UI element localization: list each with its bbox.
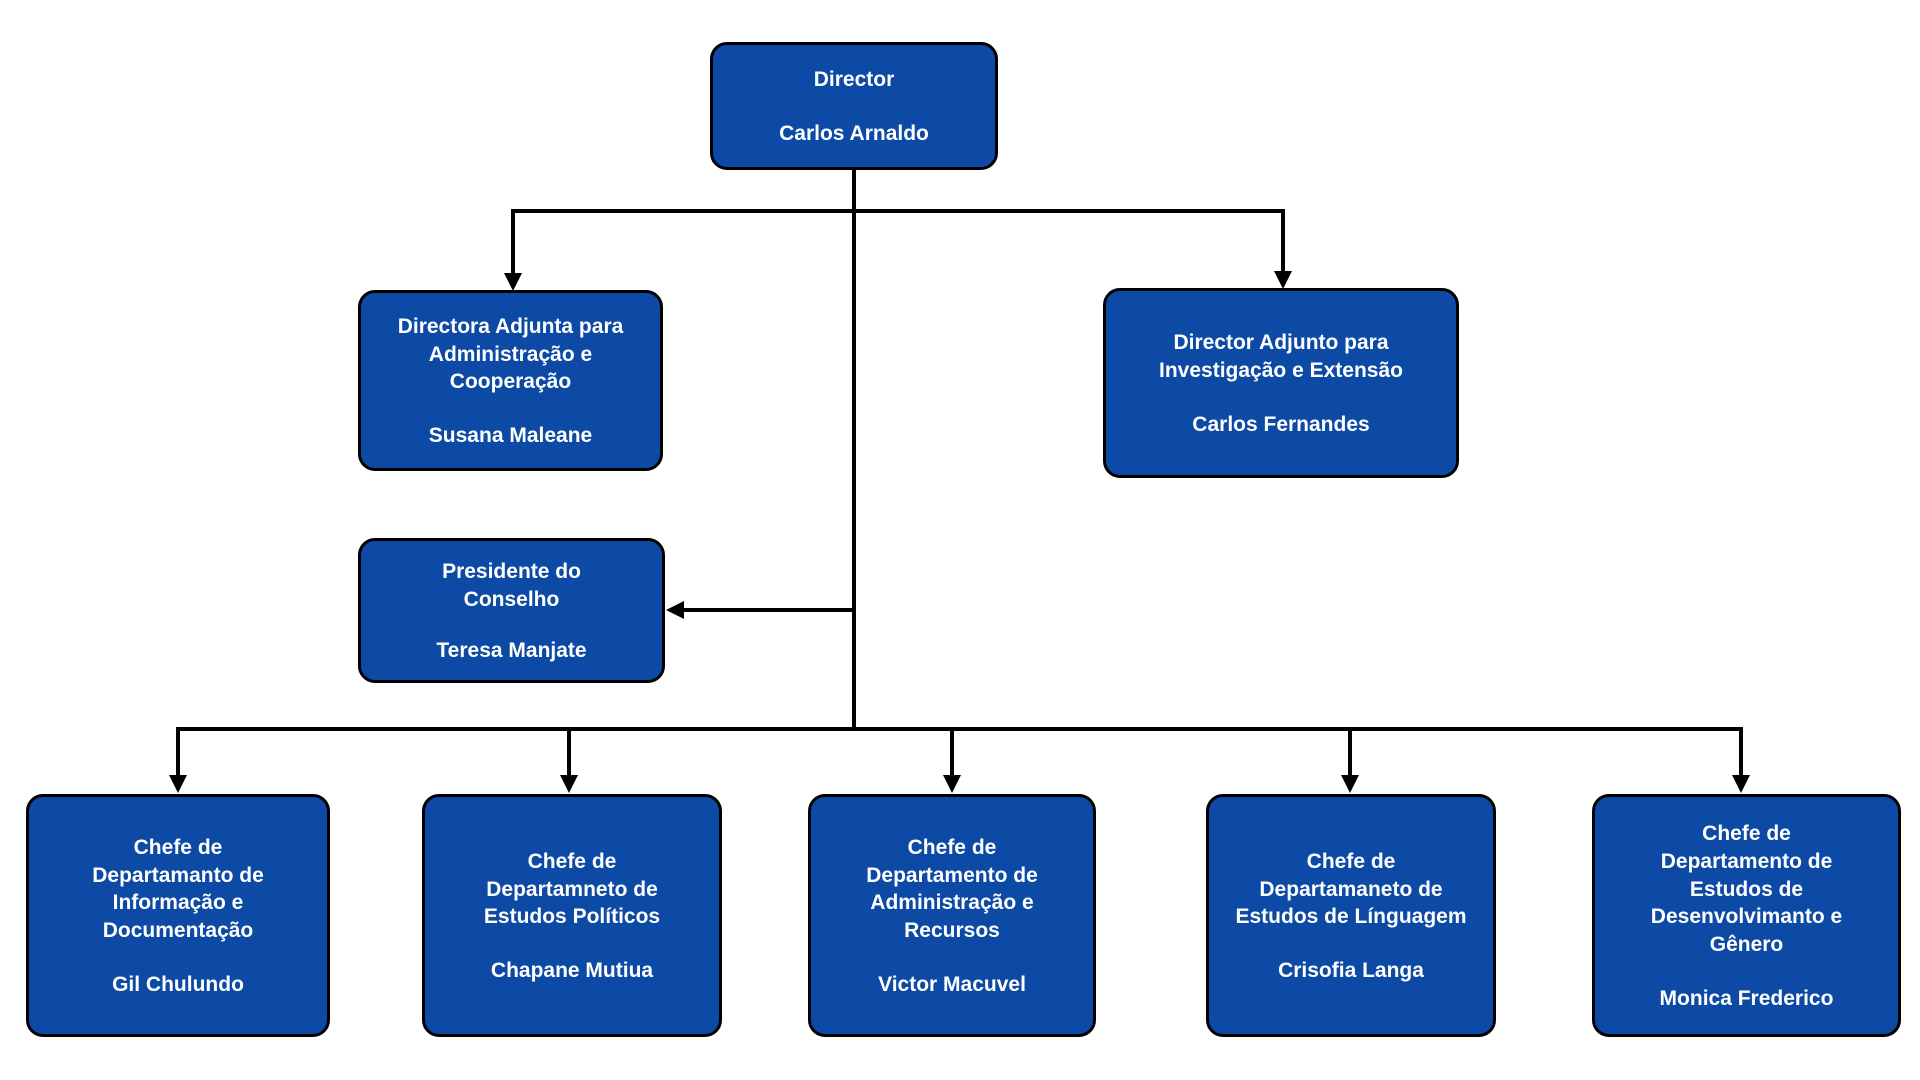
arrowhead-down-icon [1274,271,1292,289]
node-title: Chefe de Departamento de Administração e… [866,835,1038,943]
node-name: Crisofia Langa [1278,958,1424,982]
node-name: Victor Macuvel [878,972,1026,996]
arrowhead-down-icon [1732,775,1750,793]
node-title: Chefe de Departamaneto de Estudos de Lín… [1235,849,1467,929]
node-name: Gil Chulundo [112,972,244,996]
org-node-deputy-admin-cooperation: Directora Adjunta para Administração e C… [358,290,663,471]
node-name: Teresa Manjate [436,638,587,662]
arrowhead-down-icon [169,775,187,793]
node-name: Carlos Fernandes [1192,412,1370,436]
org-node-council-president: Presidente do Conselho Teresa Manjate [358,538,665,683]
org-node-dept-political-studies: Chefe de Departamneto de Estudos Polític… [422,794,722,1037]
arrowhead-left-icon [666,601,684,619]
arrowhead-down-icon [504,273,522,291]
node-title: Director Adjunto para Investigação e Ext… [1159,331,1403,382]
node-name: Monica Frederico [1659,986,1834,1010]
node-title: Directora Adjunta para Administração e C… [397,314,624,394]
arrowhead-down-icon [560,775,578,793]
node-title: Chefe de Departamneto de Estudos Polític… [483,849,661,929]
org-node-dept-language-studies: Chefe de Departamaneto de Estudos de Lín… [1206,794,1496,1037]
arrowhead-down-icon [943,775,961,793]
org-node-dept-development-gender: Chefe de Departamento de Estudos de Dese… [1592,794,1901,1037]
arrowhead-down-icon [1341,775,1359,793]
node-title: Director [813,68,895,92]
org-node-dept-admin-resources: Chefe de Departamento de Administração e… [808,794,1096,1037]
org-node-director: Director Carlos Arnaldo [710,42,998,170]
node-name: Susana Maleane [428,423,593,447]
node-title: Chefe de Departamento de Estudos de Dese… [1650,822,1843,956]
org-node-dept-information-documentation: Chefe de Departamanto de Informação e Do… [26,794,330,1037]
node-title: Chefe de Departamanto de Informação e Do… [92,835,264,943]
node-title: Presidente do Conselho [442,560,581,611]
node-name: Chapane Mutiua [490,958,654,982]
node-name: Carlos Arnaldo [779,121,929,145]
org-node-deputy-research-extension: Director Adjunto para Investigação e Ext… [1103,288,1459,478]
